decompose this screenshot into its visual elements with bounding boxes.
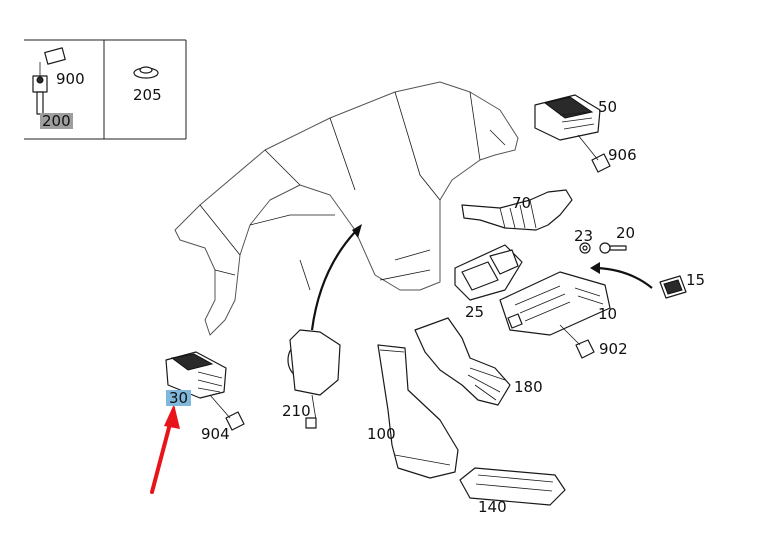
- part-904-clip: [209, 394, 245, 431]
- part-20-screw: [599, 242, 627, 254]
- callout-904: 904: [201, 425, 230, 443]
- callout-205: 205: [133, 86, 162, 104]
- callout-10: 10: [598, 305, 618, 323]
- red-pointer-arrow: [150, 404, 180, 494]
- arrow-clock-spring-to-dash: [310, 231, 356, 331]
- callout-210: 210: [282, 402, 311, 420]
- callout-50: 50: [598, 98, 618, 116]
- callout-180: 180: [514, 378, 543, 396]
- callout-200: 200: [40, 112, 73, 130]
- part-210-clock-spring: [287, 329, 341, 429]
- part-10-center-vent: [499, 271, 611, 336]
- part-902-clip: [559, 324, 595, 359]
- callout-30: 30: [166, 390, 192, 406]
- part-100-long-duct: [377, 344, 459, 479]
- part-205-grommet: [133, 66, 159, 79]
- callout-15: 15: [686, 271, 706, 289]
- callout-70: 70: [512, 194, 532, 212]
- callout-902: 902: [599, 340, 628, 358]
- part-900-sensor-clip: [32, 47, 66, 115]
- callout-100: 100: [367, 425, 396, 443]
- part-25-twin-vent: [454, 244, 523, 301]
- callout-25: 25: [465, 303, 485, 321]
- part-140-duct-piece: [459, 467, 566, 506]
- arrow-switch-to-vent: [597, 266, 653, 289]
- part-23-nut: [579, 242, 591, 254]
- part-15-switch: [659, 275, 687, 299]
- inset-boxes: [24, 39, 187, 140]
- part-70-air-duct: [461, 189, 573, 231]
- callout-20: 20: [616, 224, 636, 242]
- part-30-side-vent: [165, 351, 227, 399]
- callout-906: 906: [608, 146, 637, 164]
- callout-900: 900: [56, 70, 85, 88]
- part-50-vent: [534, 94, 601, 141]
- part-180-duct: [414, 317, 511, 406]
- callout-23: 23: [574, 227, 594, 245]
- part-906-clip: [577, 134, 611, 173]
- dashboard-outline: [174, 81, 519, 336]
- callout-140: 140: [478, 498, 507, 516]
- assembly-arrows: [310, 224, 653, 331]
